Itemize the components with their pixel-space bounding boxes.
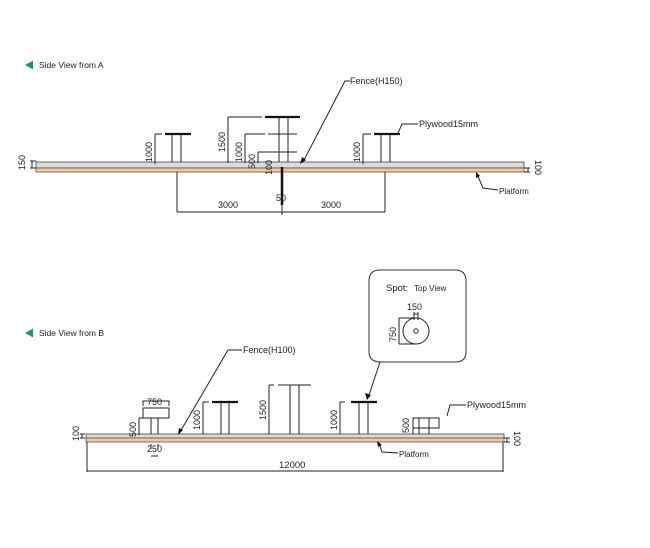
dim-500-left-b: 500 (128, 422, 138, 437)
leader-plywood-b (446, 404, 466, 417)
label-fence-a: Fence(H150) (350, 76, 403, 86)
side-view-b: Side View from B Spot: Top View 150 750 … (25, 269, 526, 472)
dim-500-right-b: 500 (401, 418, 411, 433)
dim-500-a: 500 (247, 154, 257, 169)
dim-span-a (177, 205, 385, 215)
dim-1000-mid-a: 1000 (234, 142, 244, 162)
platform-wood-a (35, 167, 525, 173)
view-b-title: Side View from B (39, 328, 104, 338)
table-1000-b-b: 1000 (329, 400, 377, 434)
leader-platform-b (378, 442, 399, 454)
label-platform-b: Platform (399, 450, 429, 459)
dim-left-height-b-label: 100 (71, 426, 81, 441)
view-marker-icon-b (25, 328, 33, 338)
platform-surface-a (35, 161, 525, 169)
dim-750-b: 750 (147, 397, 162, 407)
table-right-a: 1000 (352, 132, 400, 164)
center-stack-a: 1500 1000 500 100 50 (217, 115, 300, 205)
table-1500-b: 1500 (258, 384, 311, 434)
view-a-title: Side View from A (39, 60, 104, 70)
table-small-left-b: 750 500 250 (128, 397, 170, 457)
dim-right-height-a-label: 100 (533, 160, 543, 175)
table-small-right-b: 500 (401, 417, 440, 434)
dim-right-height-b-label: 100 (512, 431, 522, 446)
leader-plywood-a (397, 123, 418, 134)
dim-100-a: 100 (264, 160, 274, 175)
platform-surface-b (85, 433, 505, 439)
table-left-a: 1000 (144, 132, 191, 164)
dim-left-height-b (80, 433, 85, 439)
dim-right-height-a (524, 167, 530, 173)
dim-50-a: 50 (276, 193, 286, 203)
dim-1000-right-a: 1000 (352, 142, 362, 162)
dim-span-right-a: 3000 (321, 200, 341, 210)
spot-dim-750: 750 (388, 327, 398, 342)
dim-span-left-a: 3000 (218, 200, 238, 210)
leader-fence-b (179, 349, 242, 433)
leader-fence-a (302, 80, 350, 163)
dim-1000-left-a: 1000 (144, 142, 154, 162)
platform-wood-b (85, 437, 505, 443)
label-platform-a: Platform (499, 187, 529, 196)
dim-total-b-label: 12000 (279, 460, 305, 471)
label-plywood-a: Plywood15mm (419, 119, 478, 129)
dim-1000-a-b: 1000 (192, 410, 202, 430)
dim-left-height-a-label: 150 (17, 155, 27, 170)
dim-1000-b-b: 1000 (329, 410, 339, 430)
label-plywood-b: Plywood15mm (467, 400, 526, 410)
dim-total-b (86, 442, 504, 472)
dim-1500-a: 1500 (217, 132, 227, 152)
dim-right-height-b (504, 437, 510, 443)
label-fence-b: Fence(H100) (243, 345, 296, 355)
dim-left-height-a (30, 160, 36, 169)
table-1000-a-b: 1000 (192, 400, 238, 434)
spot-dim-150: 150 (407, 302, 422, 312)
spot-subtitle: Top View (414, 284, 447, 293)
leader-spot (368, 361, 381, 396)
dim-1500-b: 1500 (258, 400, 268, 420)
leader-platform-a (476, 173, 499, 191)
spot-title: Spot: (386, 283, 408, 294)
side-view-a: Side View from A 150 100 1000 (17, 60, 543, 215)
spot-top-view-callout: Spot: Top View 150 750 (365, 269, 467, 400)
view-marker-icon-a (25, 60, 33, 70)
dim-250-b: 250 (147, 444, 162, 454)
